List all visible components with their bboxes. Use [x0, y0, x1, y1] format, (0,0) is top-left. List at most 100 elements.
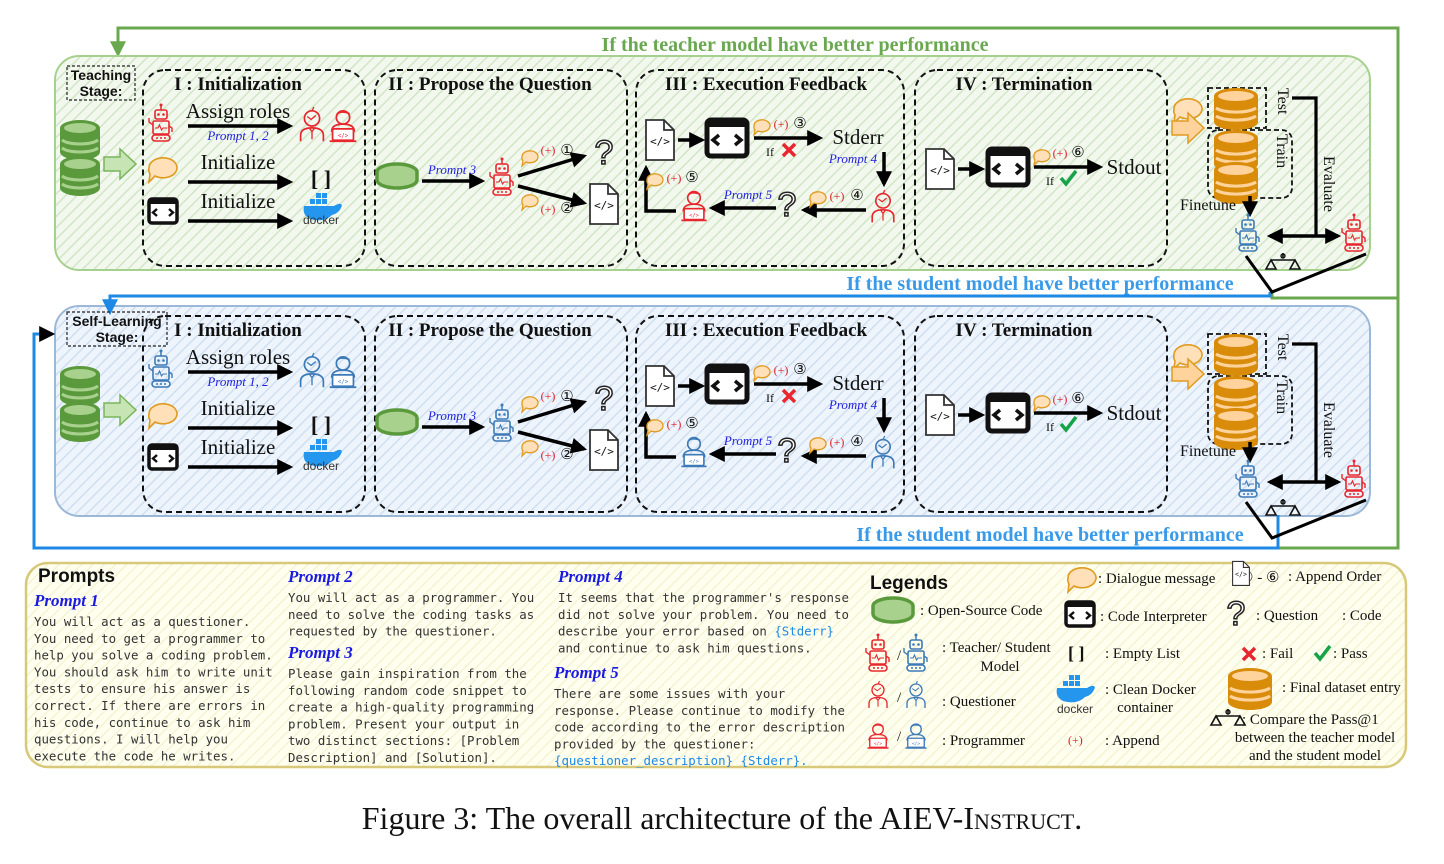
legend-code: : Code — [1342, 608, 1382, 624]
initialization-title: I : Initialization — [174, 320, 302, 341]
legend-open-source: : Open-Source Code — [920, 603, 1043, 619]
prompt-line: two distinct sections: [Problem — [288, 733, 519, 748]
termination-section — [914, 69, 1168, 267]
student-better-label-top: If the student model have better perform… — [846, 273, 1233, 295]
code-interpreter-icon — [147, 443, 179, 471]
prompt-line: create a high-quality programming — [288, 700, 534, 715]
prompt-line: {questioner_description} {Stderr}. — [554, 753, 808, 768]
prompt-line: It seems that the programmer's response — [558, 590, 849, 605]
legend-slash: / — [897, 648, 902, 664]
prompt-line: Description] and [Solution]. — [288, 750, 497, 765]
append-symbol: (+) — [1053, 146, 1068, 160]
prompt-title: Prompt 4 — [557, 567, 623, 586]
prompt-line: There are some issues with your — [554, 686, 785, 701]
legend-empty-list-symbol: [ ] — [1068, 643, 1085, 663]
question-arrow — [517, 398, 588, 424]
legend-teacher-student-1: : Teacher/ Student — [942, 640, 1051, 656]
student-better-loop-top — [102, 292, 1272, 316]
append-symbol: (+) — [541, 202, 556, 216]
assign-roles-label: Assign roles — [186, 345, 290, 369]
legend-slash: / — [897, 690, 902, 706]
prompt-line: provided by the questioner: — [554, 736, 755, 751]
legend-compare-3: and the student model — [1249, 748, 1381, 764]
prompts-heading: Prompts — [38, 566, 115, 587]
code-file-icon — [645, 119, 675, 161]
prompt-line: Please gain inspiration from the — [288, 666, 527, 681]
open-source-code-icon — [871, 596, 915, 624]
append-symbol: (+) — [774, 363, 789, 377]
evaluate-label: Evaluate — [1320, 156, 1337, 212]
caption-prefix: Figure 3: The overall architecture of th… — [361, 800, 964, 836]
prompt-line: tests to ensure his answer is — [34, 681, 250, 696]
termination-title: IV : Termination — [956, 74, 1093, 95]
stdout-label: Stdout — [1107, 155, 1162, 179]
append-order-3: ③ — [793, 362, 806, 378]
legend-programmer: : Programmer — [942, 733, 1025, 749]
append-symbol: (+) — [830, 189, 845, 203]
test-label: Test — [1274, 334, 1291, 361]
prompt-title: Prompt 1 — [33, 591, 99, 610]
prompt-title: Prompt 5 — [553, 663, 619, 682]
caption-small-caps: Instruct — [963, 800, 1075, 836]
legend-heading: Legends — [870, 573, 948, 594]
stage-label-line1: Self-Learning — [72, 313, 161, 329]
initialize-label-1: Initialize — [201, 150, 276, 174]
legend-dialogue: : Dialogue message — [1098, 571, 1216, 587]
append-order-2: ② — [560, 447, 573, 463]
prompt-5-label: Prompt 5 — [723, 433, 773, 448]
append-order-5: ⑤ — [685, 416, 698, 432]
initialize-label-1: Initialize — [201, 396, 276, 420]
retry-arrow — [638, 164, 676, 213]
append-symbol: (+) — [541, 389, 556, 403]
questioner-description-placeholder: {questioner_description} {Stderr}. — [554, 753, 808, 768]
code-file-icon — [1232, 560, 1250, 586]
prompt-line: You should ask him to write unit — [34, 664, 273, 679]
prompt-line: his code, continue to ask him — [34, 715, 250, 730]
train-label: Train — [1273, 380, 1290, 414]
append-order-4: ④ — [850, 188, 863, 204]
compare-connector — [1244, 252, 1367, 294]
legend-docker-word: docker — [1057, 702, 1093, 716]
prompt-3-label: Prompt 3 — [427, 162, 477, 177]
question-arrow — [517, 152, 588, 178]
open-source-code-icon — [375, 162, 419, 190]
train-label: Train — [1273, 134, 1290, 168]
architecture-diagram: </> ? — [24, 26, 1408, 769]
retry-arrow — [638, 410, 676, 459]
legend-slash: / — [897, 729, 902, 745]
prompt-title: Prompt 3 — [287, 643, 353, 662]
teacher-better-label: If the teacher model have better perform… — [602, 34, 989, 56]
question-icon — [593, 379, 615, 419]
empty-list-label: [ ] — [311, 412, 331, 437]
legend-questioner: : Questioner — [942, 694, 1016, 710]
test-split-box — [1207, 333, 1267, 375]
propose-question-section — [374, 315, 628, 513]
stage-label-line2: Stage: — [96, 329, 139, 345]
prompt-title: Prompt 2 — [287, 567, 353, 586]
legend-append: : Append — [1105, 733, 1160, 749]
prompt-line: You will act as a questioner. — [34, 614, 250, 629]
prompt-line: correct. If there are errors in — [34, 698, 265, 713]
prompt-line: following random code snippet to — [288, 683, 527, 698]
append-order-1: ① — [560, 389, 573, 405]
prompt-1-2-label: Prompt 1, 2 — [206, 128, 269, 143]
execution-feedback-section — [635, 315, 905, 513]
final-dataset-entry-icon — [1212, 86, 1260, 132]
prompt-line: need to solve the coding tasks as — [288, 607, 534, 622]
append-order-1: ① — [560, 143, 573, 159]
prompt-line: and continue to ask him questions. — [558, 640, 812, 655]
finetune-label: Finetune — [1180, 197, 1236, 214]
stage-label-line1: Teaching — [71, 67, 131, 83]
empty-list-label: [ ] — [311, 166, 331, 191]
legend-compare-1: : Compare the Pass@1 — [1242, 712, 1379, 728]
prompt-line: requested by the questioner. — [288, 624, 497, 639]
stage-label-box — [66, 311, 168, 347]
append-symbol: (+) — [667, 171, 682, 185]
legend-append-symbol: (+) — [1068, 733, 1083, 747]
execution-feedback-title: III : Execution Feedback — [665, 74, 868, 95]
teaching-stage-panel — [54, 55, 1371, 271]
finetune-label: Finetune — [1180, 443, 1236, 460]
stderr-label: Stderr — [832, 125, 883, 149]
